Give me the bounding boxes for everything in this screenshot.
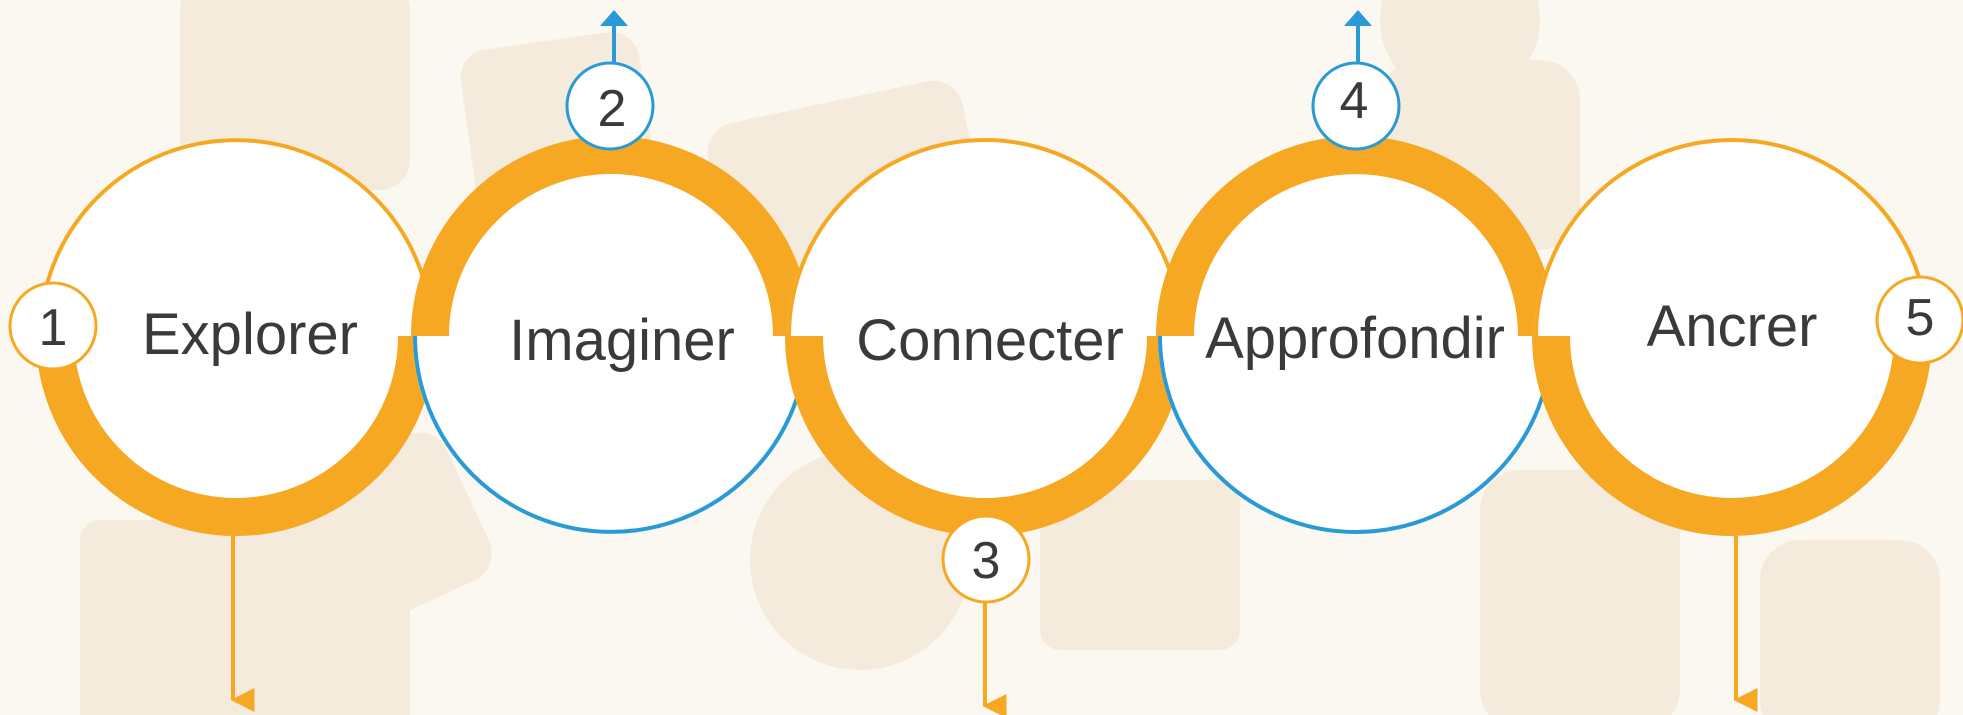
number-badges: 1 2 3 4 5 (8, 61, 1963, 604)
step-5-label: Ancrer (1647, 294, 1818, 359)
step-3-label: Connecter (856, 308, 1124, 373)
step-5-circle (1532, 138, 1932, 536)
step-2-label: Imaginer (509, 308, 735, 373)
step-2-badge: 2 (565, 61, 655, 151)
step-4-circle (1156, 136, 1556, 534)
connector-4-arrowhead (1344, 10, 1372, 26)
step-2-number: 2 (598, 80, 627, 138)
connector-2-arrowhead (600, 10, 628, 26)
step-1-number: 1 (39, 299, 68, 357)
step-1-circle (36, 138, 436, 536)
step-4-badge: 4 (1311, 61, 1401, 151)
step-5-number: 5 (1906, 289, 1935, 347)
step-3-badge: 3 (941, 514, 1031, 604)
step-3-number: 3 (972, 532, 1001, 590)
step-2-circle (411, 136, 811, 534)
step-circles (36, 136, 1932, 536)
step-4-label: Approfondir (1205, 306, 1505, 371)
step-1-badge: 1 (8, 281, 98, 371)
step-1-label: Explorer (142, 302, 358, 367)
step-5-badge: 5 (1875, 275, 1963, 365)
step-4-number: 4 (1340, 72, 1369, 130)
step-labels: Explorer Imaginer Connecter Approfondir … (142, 294, 1817, 373)
